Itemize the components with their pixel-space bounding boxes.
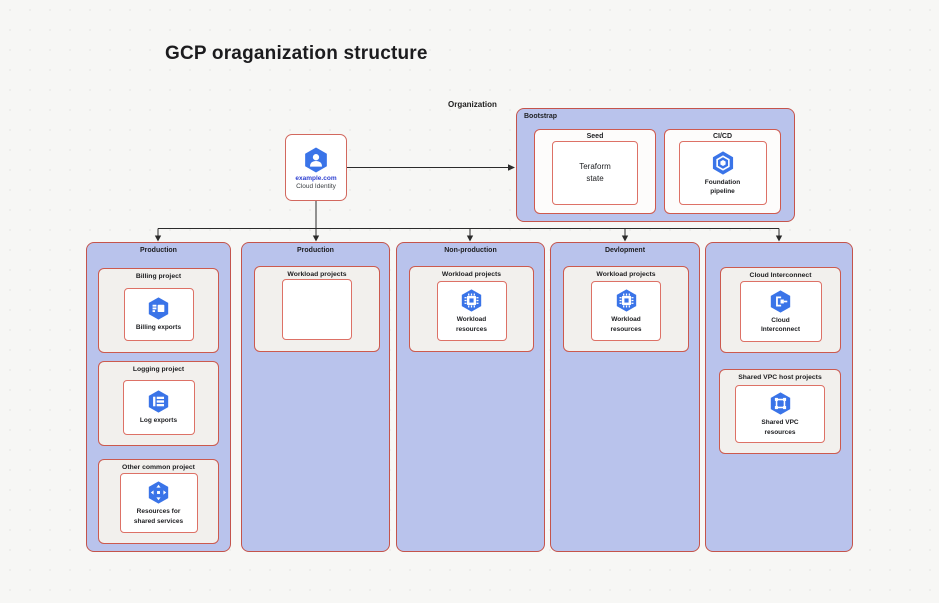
workload-resources-label: Workload resources — [455, 316, 488, 333]
cloud-interconnect-label: Cloud Interconnect — [760, 316, 800, 333]
folder-production-workloads[interactable]: Production Workload projects — [241, 242, 390, 552]
shared-vpc-project-box[interactable]: Shared VPC host projects Shared VPC reso… — [719, 369, 841, 454]
diagram-title: GCP oraganization structure — [165, 43, 428, 64]
terraform-state-label: Teraform state — [579, 162, 611, 183]
cicd-label: CI/CD — [712, 133, 733, 140]
seed-box[interactable]: Seed Teraform state — [534, 129, 656, 214]
organization-label: Organization — [448, 100, 497, 109]
cloud-build-icon — [712, 150, 733, 175]
compute-icon — [461, 289, 482, 312]
interconnect-icon — [770, 289, 791, 313]
logging-project-box[interactable]: Logging project Log exports — [98, 361, 219, 446]
foundation-pipeline-label: Foundation pipeline — [704, 178, 741, 195]
log-exports-label: Log exports — [139, 417, 178, 425]
workload-projects-box-dev[interactable]: Workload projects Workload resources — [563, 266, 689, 352]
shared-vpc-project-label: Shared VPC host projects — [738, 374, 822, 381]
empty-workload-box[interactable] — [282, 279, 352, 340]
workload-projects-label: Workload projects — [287, 271, 347, 278]
cloud-identity-node[interactable]: example.com Cloud Identity — [285, 134, 347, 201]
shared-services-label: Resources for shared services — [133, 508, 184, 525]
other-common-project-label: Other common project — [122, 464, 195, 471]
identity-domain-label: example.com — [295, 174, 337, 182]
folder-label: Production — [140, 247, 177, 254]
folder-network[interactable]: Cloud Interconnect Cloud Interconnect Sh… — [705, 242, 853, 552]
workload-resources-box-nonprod[interactable]: Workload resources — [436, 281, 507, 341]
folder-development[interactable]: Devlopment Workload projects Workload re… — [550, 242, 700, 552]
billing-exports-label: Billing exports — [135, 324, 182, 332]
identity-name-label: Cloud Identity — [296, 182, 336, 190]
billing-exports-box[interactable]: Billing exports — [123, 288, 194, 341]
cloud-interconnect-project-label: Cloud Interconnect — [749, 272, 812, 279]
folder-non-production[interactable]: Non-production Workload projects Workloa… — [396, 242, 545, 552]
compute-icon — [616, 289, 636, 312]
folder-label: Devlopment — [604, 247, 646, 254]
billing-icon — [148, 297, 169, 320]
terraform-state-box[interactable]: Teraform state — [552, 141, 638, 205]
logging-icon — [148, 390, 169, 413]
folder-production-common[interactable]: Production Billing project Billing expor… — [86, 242, 231, 552]
shared-services-box[interactable]: Resources for shared services — [119, 473, 198, 533]
folder-label: Non-production — [444, 247, 497, 254]
vpc-icon — [770, 392, 790, 415]
workload-resources-label: Workload resources — [610, 316, 642, 333]
foundation-pipeline-box[interactable]: Foundation pipeline — [678, 141, 767, 205]
shared-vpc-resources-box[interactable]: Shared VPC resources — [735, 385, 825, 443]
workload-projects-box-nonprod[interactable]: Workload projects Workload resources — [409, 266, 534, 352]
cloud-interconnect-box[interactable]: Cloud Interconnect — [739, 281, 822, 342]
other-common-project-box[interactable]: Other common project Resources for share… — [98, 459, 219, 544]
cicd-box[interactable]: CI/CD Foundation pipeline — [664, 129, 781, 214]
seed-label: Seed — [586, 133, 604, 140]
cloud-interconnect-project-box[interactable]: Cloud Interconnect Cloud Interconnect — [720, 267, 841, 353]
folder-label: Production — [297, 247, 334, 254]
workload-projects-box-prod[interactable]: Workload projects — [254, 266, 380, 352]
shared-services-icon — [148, 481, 169, 504]
workload-resources-box-dev[interactable]: Workload resources — [591, 281, 661, 341]
billing-project-label: Billing project — [135, 273, 182, 280]
logging-project-label: Logging project — [132, 366, 185, 373]
workload-projects-label: Workload projects — [596, 271, 656, 278]
bootstrap-label: Bootstrap — [524, 113, 558, 120]
bootstrap-container[interactable]: Bootstrap Seed Teraform state CI/CD Foun… — [516, 108, 795, 222]
shared-vpc-resources-label: Shared VPC resources — [761, 419, 799, 436]
billing-project-box[interactable]: Billing project Billing exports — [98, 268, 219, 353]
log-exports-box[interactable]: Log exports — [122, 380, 195, 435]
cloud-identity-icon — [305, 147, 327, 172]
workload-projects-label: Workload projects — [441, 271, 502, 278]
